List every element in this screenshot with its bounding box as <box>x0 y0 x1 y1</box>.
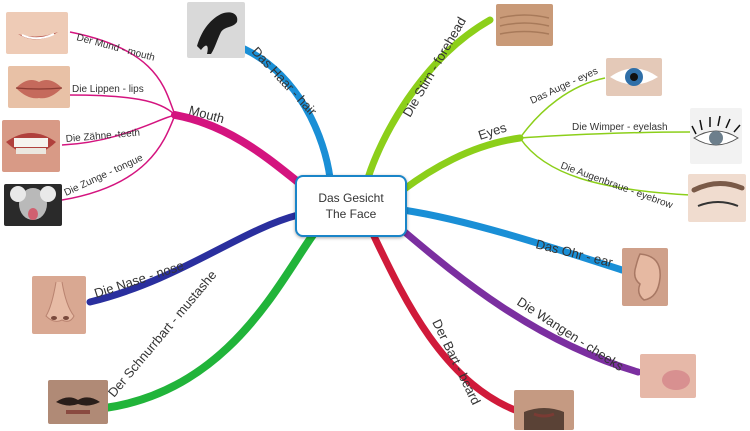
branch-cheeks <box>396 224 642 376</box>
branch-lippen <box>67 94 176 116</box>
tongue-image <box>4 184 62 226</box>
branch-zunge <box>61 114 176 201</box>
branch-zaehne <box>61 114 176 146</box>
label-auge: Das Auge - eyes <box>529 66 600 107</box>
beard-image <box>514 390 574 430</box>
label-zaehne: Die Zähne -teeth <box>65 128 140 145</box>
branch-mund <box>69 31 176 116</box>
mustache-image <box>48 380 108 424</box>
branch-nose <box>86 211 302 306</box>
label-beard: Der Bart - beard <box>429 317 483 407</box>
forehead-image <box>496 4 553 46</box>
label-hair: Das Haar - hair <box>249 44 321 119</box>
branch-forehead <box>364 16 494 182</box>
center-node: Das Gesicht The Face <box>295 175 407 237</box>
eyelash-image <box>690 108 742 164</box>
branch-mouth <box>171 111 302 186</box>
label-nose: Die Nase - nose <box>92 258 185 301</box>
branch-wimper <box>519 131 691 139</box>
label-mund: Der Mund - mouth <box>75 32 156 63</box>
nose-image <box>32 276 86 334</box>
teeth-image <box>2 120 60 172</box>
label-ear: Das Ohr - ear <box>534 236 615 270</box>
branch-mustache <box>101 228 319 412</box>
label-wimper: Die Wimper - eyelash <box>572 122 668 133</box>
branch-hair <box>231 41 334 182</box>
label-augenbraue: Die Augenbraue - eyebrow <box>559 160 675 211</box>
branch-beard <box>368 228 519 414</box>
branch-eyes <box>399 134 524 194</box>
branch-augenbraue <box>519 137 691 196</box>
center-title-en: The Face <box>325 207 377 221</box>
label-cheeks: Die Wangen - cheeks <box>514 294 626 374</box>
cheeks-image <box>640 354 696 398</box>
eye-image <box>606 58 662 96</box>
branch-ear <box>399 206 626 274</box>
mouth-image <box>6 12 68 54</box>
lips-image <box>8 66 70 108</box>
label-lippen: Die Lippen - lips <box>72 84 144 95</box>
ear-image <box>622 248 668 306</box>
branch-auge <box>519 77 606 139</box>
hair-image <box>187 2 245 58</box>
eyebrow-image <box>688 174 746 222</box>
center-title-de: Das Gesicht <box>318 191 384 205</box>
label-forehead: Die Stirn - forehead <box>400 14 469 119</box>
label-zunge: Die Zunge - tongue <box>63 152 146 198</box>
